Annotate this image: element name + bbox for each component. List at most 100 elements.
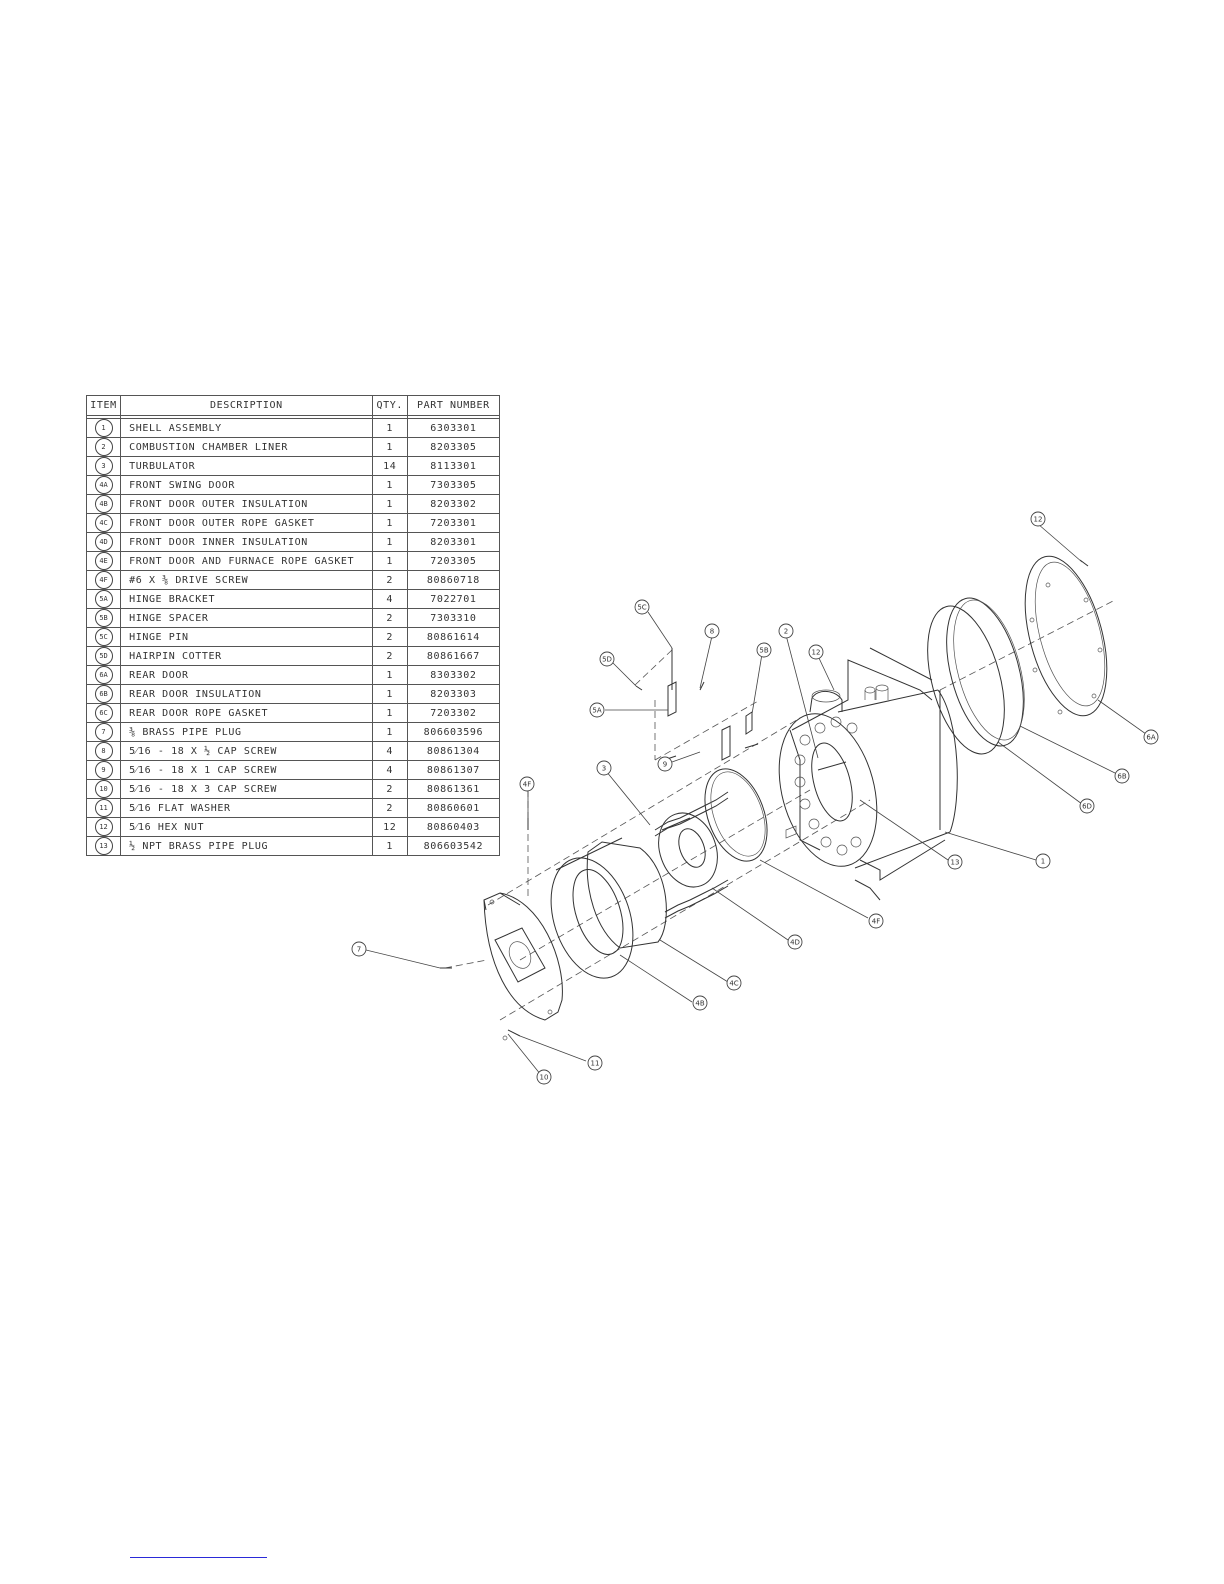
callout-label: 1 [1041,858,1045,866]
item-number-bubble: 6B [94,685,113,703]
item-number-bubble: 9 [94,761,113,779]
callout-label: 12 [1034,516,1043,524]
assembly-axis-lines [444,599,1116,1021]
callout-bubble: 2 [778,623,794,639]
callout-label: 5C [637,604,646,612]
front-door-inner-insulation [658,812,718,888]
item-cell: 6A [85,665,122,685]
callout-bubble: 4F [519,776,535,792]
callout-bubble: 9 [657,756,673,772]
callout-label: 6D [1082,803,1092,811]
callout-bubble: 13 [947,854,963,870]
callout-label: 5D [602,656,612,664]
callout-label: 4C [729,980,738,988]
item-number-bubble: 5A [94,590,113,608]
callout-bubble: 5D [599,651,615,667]
leader-lines [365,523,1147,1076]
item-number-bubble: 7 [94,723,113,741]
part-number-cell: 806603542 [406,836,501,856]
footer-link-underline[interactable] [130,1557,267,1558]
item-number-bubble: 5D [94,647,113,665]
callout-bubble: 12 [808,644,824,660]
item-cell: 4A [85,475,122,495]
rear-door-gaskets [927,597,1025,755]
callout-bubble: 4D [787,934,803,950]
header-item: ITEM [85,395,122,416]
callout-bubble: 8 [704,623,720,639]
callout-label: 12 [812,649,821,657]
item-number-bubble: 4B [94,495,113,513]
item-cell: 13 [85,836,122,856]
item-number-bubble: 4E [94,552,113,570]
item-cell: 5D [85,646,122,666]
callout-label: 6B [1117,773,1126,781]
callout-label: 4F [872,918,880,926]
header-part-number: PART NUMBER [406,395,501,416]
callout-label: 8 [710,628,714,636]
callout-label: 9 [663,761,667,769]
item-cell: 4F [85,570,122,590]
callout-label: 6A [1146,734,1155,742]
item-cell: 4E [85,551,122,571]
item-cell: 5A [85,589,122,609]
item-cell: 12 [85,817,122,837]
header-description: DESCRIPTION [120,395,373,416]
item-cell: 7 [85,722,122,742]
item-cell: 5B [85,608,122,628]
callout-label: 13 [951,859,960,867]
item-number-bubble: 5B [94,609,113,627]
item-number-bubble: 4F [94,571,113,589]
callout-label: 4D [790,939,800,947]
item-number-bubble: 6C [94,704,113,722]
item-number-bubble: 13 [94,837,113,855]
item-number-bubble: 8 [94,742,113,760]
callout-label: 4F [523,781,531,789]
item-number-bubble: 4D [94,533,113,551]
item-number-bubble: 1 [94,419,113,437]
furnace-rope-gasket [704,768,768,862]
header-qty: QTY. [371,395,408,416]
item-cell: 4C [85,513,122,533]
item-number-bubble: 6A [94,666,113,684]
callout-label: 11 [591,1060,600,1068]
callout-bubbles: 12 6A 6B 6D 5C 5D 5A 8 5B 2 12 9 3 4F 13 1 4F 4D 4C 4B 7 11 10 [351,511,1159,1085]
turbulators [654,791,729,919]
callout-bubble: 1 [1035,853,1051,869]
item-number-bubble: 4A [94,476,113,494]
callout-label: 4B [695,1000,704,1008]
callout-label: 7 [357,946,361,954]
description-cell: ½ NPT BRASS PIPE PLUG [120,836,373,856]
callout-label: 5A [592,707,601,715]
rear-door [1024,555,1108,717]
item-number-bubble: 5C [94,628,113,646]
callout-bubble: 5B [756,642,772,658]
item-number-bubble: 3 [94,457,113,475]
callout-bubble: 4B [692,995,708,1011]
front-door-outer-rope-gasket [586,841,667,949]
item-cell: 5C [85,627,122,647]
shell-assembly [778,647,958,901]
callout-bubble: 7 [351,941,367,957]
item-number-bubble: 10 [94,780,113,798]
qty-cell: 1 [371,836,408,856]
callout-bubble: 6B [1114,768,1130,784]
callout-label: 2 [784,628,788,636]
front-swing-door [483,892,563,1021]
callout-bubble: 10 [536,1069,552,1085]
callout-bubble: 5A [589,702,605,718]
callout-bubble: 12 [1030,511,1046,527]
callout-bubble: 6A [1143,729,1159,745]
callout-label: 3 [602,765,606,773]
